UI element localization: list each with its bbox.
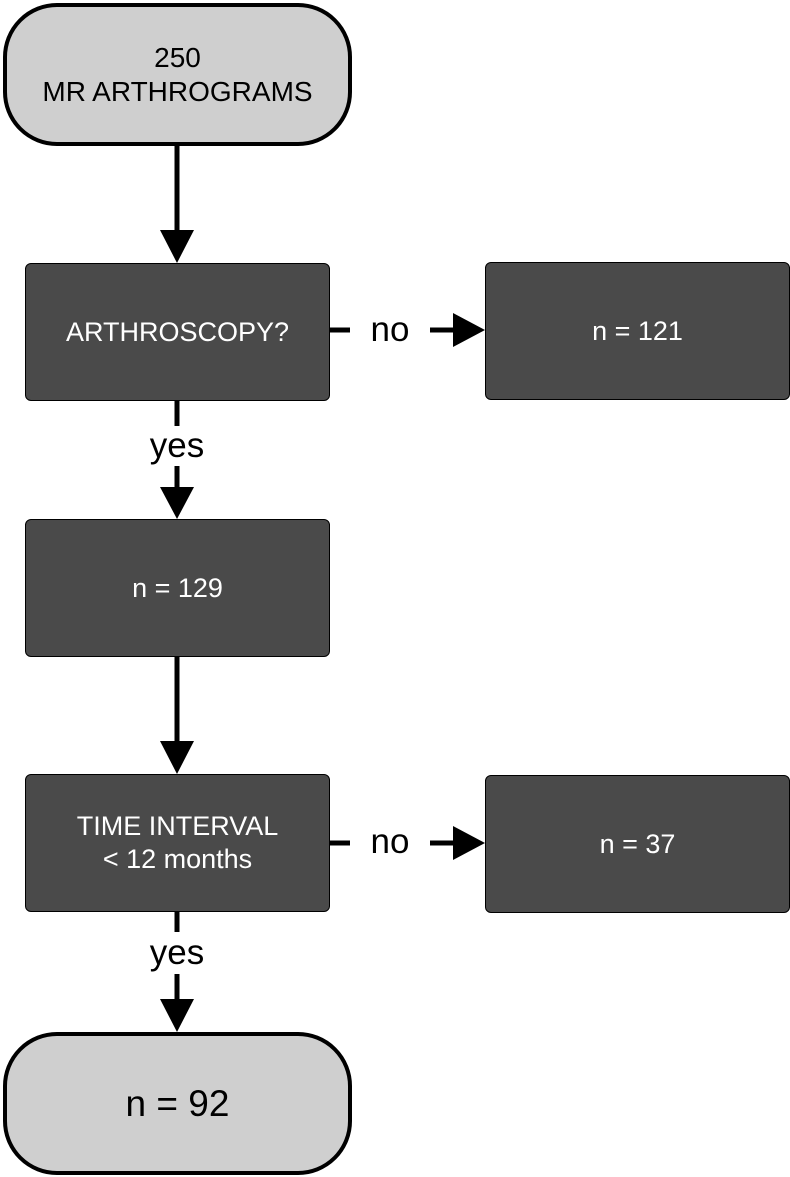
end-count: n = 92 (125, 1082, 230, 1124)
start-node: 250 MR ARTHROGRAMS (3, 3, 352, 146)
arrowhead-to-92 (160, 999, 194, 1032)
excluded-no-arthroscopy-box: n = 121 (485, 262, 790, 400)
excluded-time-interval-count: n = 37 (599, 828, 676, 859)
excluded-time-interval-box: n = 37 (485, 775, 790, 913)
end-node: n = 92 (3, 1032, 352, 1175)
arrowhead-to-arthroscopy (160, 230, 194, 263)
time-interval-line1: TIME INTERVAL (76, 811, 279, 841)
arrowhead-to-time-interval (160, 741, 194, 774)
no-label-arthroscopy: no (358, 310, 422, 350)
after-arthroscopy-count: n = 129 (132, 572, 223, 603)
arrowhead-to-37 (453, 826, 485, 860)
no-label-time-interval: no (358, 822, 422, 862)
after-arthroscopy-box: n = 129 (25, 519, 330, 657)
arrowhead-to-129 (160, 487, 194, 519)
yes-label-arthroscopy: yes (140, 426, 214, 466)
excluded-no-arthroscopy-count: n = 121 (592, 315, 683, 346)
start-label: MR ARTHROGRAMS (42, 75, 313, 107)
arthroscopy-decision-text: ARTHROSCOPY? (65, 316, 290, 347)
arrowhead-to-121 (453, 313, 485, 347)
time-interval-decision-box: TIME INTERVAL < 12 months (25, 774, 330, 912)
time-interval-line2: < 12 months (102, 844, 253, 874)
start-count: 250 (154, 41, 201, 73)
arthroscopy-decision-box: ARTHROSCOPY? (25, 263, 330, 401)
yes-label-time-interval: yes (140, 933, 214, 973)
